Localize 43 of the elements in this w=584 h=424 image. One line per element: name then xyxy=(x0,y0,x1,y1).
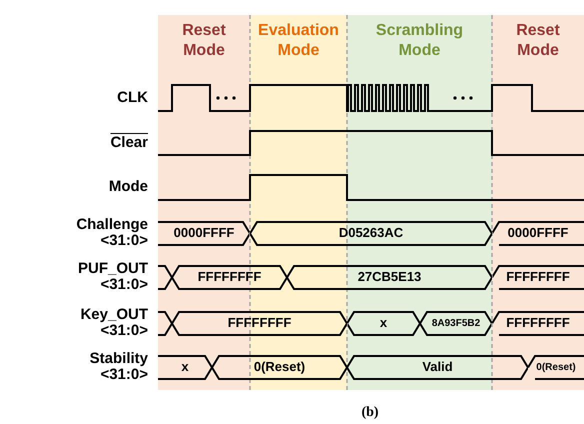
mode-label: Evaluation Mode xyxy=(258,21,339,61)
signal-name: Clear xyxy=(109,135,148,151)
bus-segment xyxy=(158,220,250,246)
bus-value: 8A93F5B2 xyxy=(432,316,480,330)
bus-segment xyxy=(347,310,420,336)
mode-band xyxy=(492,15,584,390)
signal-name: CLK xyxy=(116,90,148,106)
bus-segment xyxy=(420,310,492,336)
bus-value: 0000FFFF xyxy=(508,224,568,242)
signal-name: Key_OUT <31:0> xyxy=(79,307,148,339)
bus-value: D05263AC xyxy=(338,224,404,242)
bus-value: FFFFFFFF xyxy=(506,268,570,286)
bus-value: Valid xyxy=(422,358,453,376)
bus-value: FFFFFFFF xyxy=(506,314,570,332)
bus-value: 0000FFFF xyxy=(174,224,234,242)
bus-value: 0(Reset) xyxy=(254,358,306,376)
mode-label: Scrambling Mode xyxy=(376,21,464,61)
bus-segment xyxy=(492,264,584,290)
bus-value: FFFFFFFF xyxy=(228,314,292,332)
bus-segment xyxy=(250,220,492,246)
bus-segment xyxy=(287,264,492,290)
caption: (b) xyxy=(360,404,380,422)
bus-segment xyxy=(347,354,528,380)
bus-value: x xyxy=(181,358,189,376)
bus-value: x xyxy=(380,314,388,332)
bus-segment xyxy=(158,310,172,336)
bus-value: 27CB5E13 xyxy=(358,268,422,286)
mode-label: Reset Mode xyxy=(516,21,560,61)
signal-name: Mode xyxy=(108,179,148,195)
signal-name: Stability <31:0> xyxy=(88,351,148,383)
bus-segment xyxy=(528,354,584,380)
bus-segment xyxy=(172,264,287,290)
signal-name: PUF_OUT <31:0> xyxy=(76,261,148,293)
bus-segment xyxy=(158,264,172,290)
bus-segment xyxy=(158,354,212,380)
bus-segment xyxy=(492,310,584,336)
bus-segment xyxy=(172,310,347,336)
bus-segment xyxy=(492,220,584,246)
signal-name: Challenge <31:0> xyxy=(75,217,148,249)
bus-value: FFFFFFFF xyxy=(198,268,262,286)
mode-label: Reset Mode xyxy=(182,21,226,61)
bus-value: 0(Reset) xyxy=(536,360,576,374)
bus-segment xyxy=(212,354,347,380)
